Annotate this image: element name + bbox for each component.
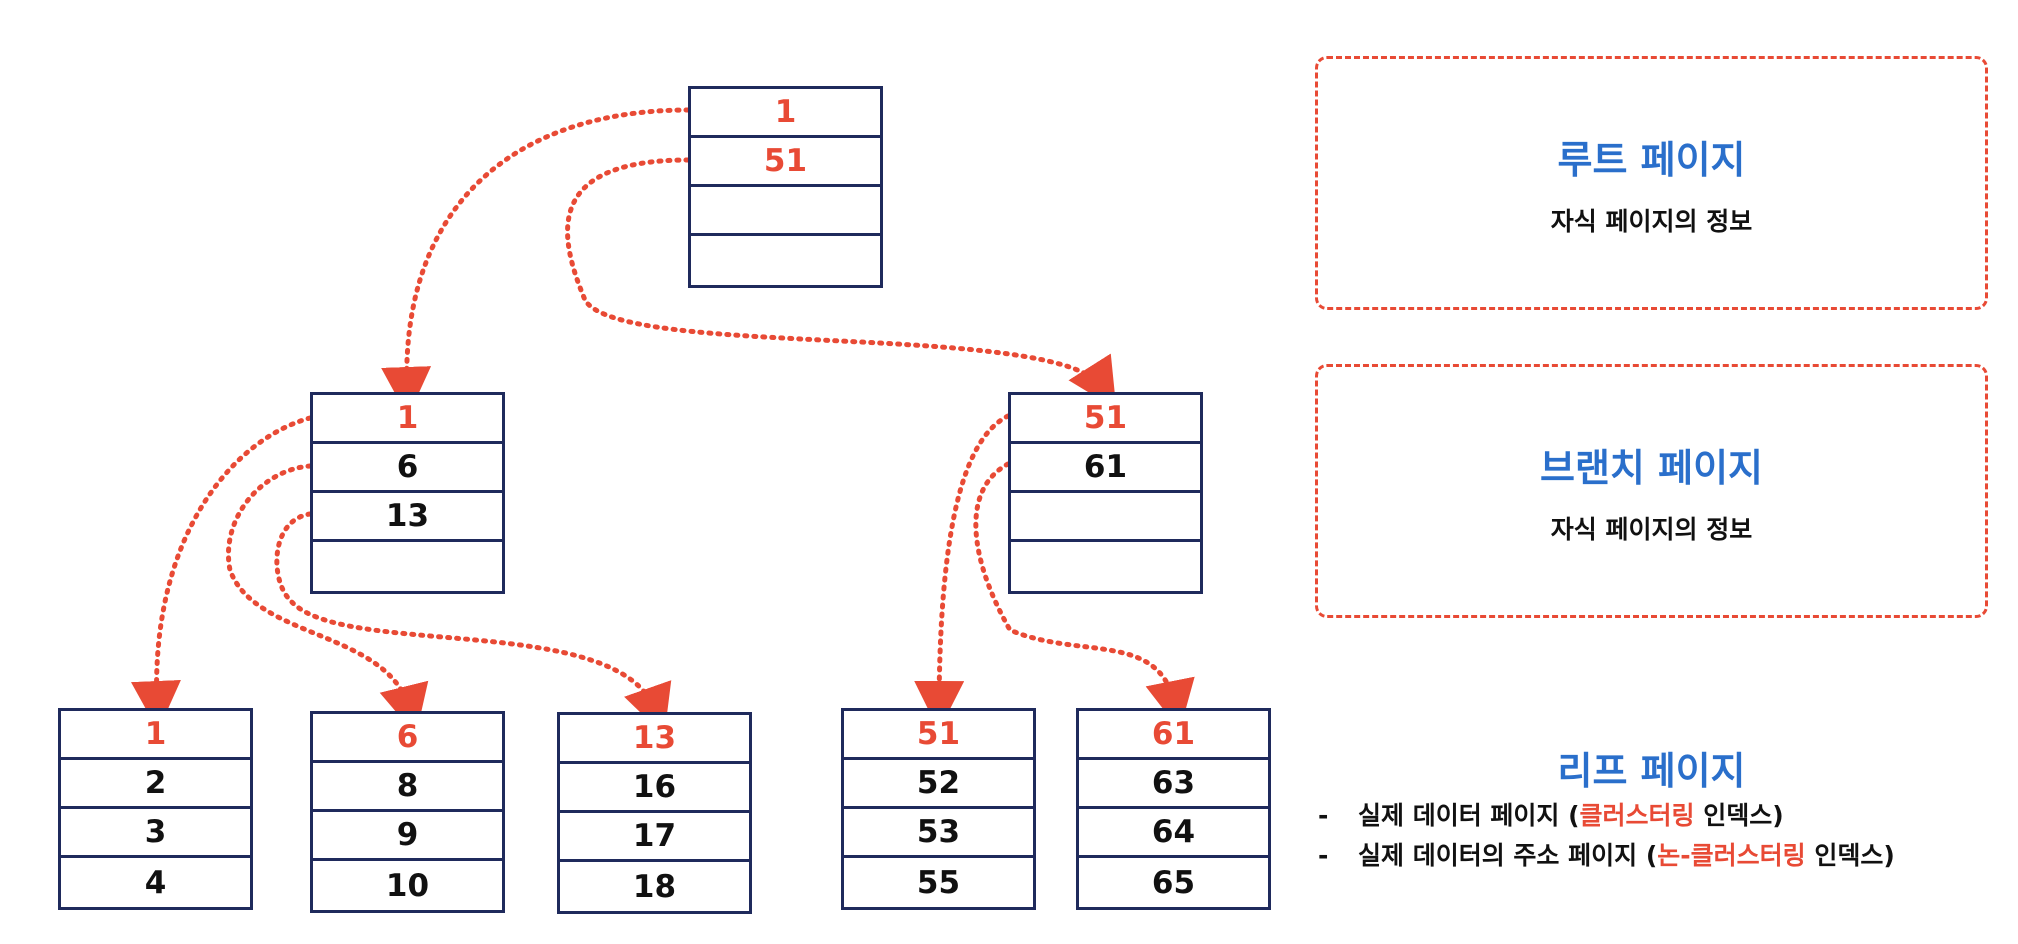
leaf2-key-4: 10 — [385, 867, 430, 904]
leaf3-key-4: 18 — [632, 868, 677, 905]
arrow-root-1-to-branch-left — [381, 107, 691, 417]
leaf1-key-4: 4 — [144, 864, 167, 901]
branch-page-subtitle: 자식 페이지의 정보 — [1550, 514, 1753, 544]
leaf1-key-3: 3 — [61, 809, 250, 858]
leaf-page-description-list: -실제 데이터 페이지 (클러스터링 인덱스) -실제 데이터의 주소 페이지 … — [1318, 796, 1895, 876]
leaf-page-3: 13 16 17 18 — [557, 712, 752, 914]
arrow-branch-61-to-leaf5 — [973, 461, 1195, 731]
leaf-page-1: 1 2 3 4 — [58, 708, 253, 910]
arrow-branch-51-to-leaf4 — [914, 413, 1011, 731]
leaf-line1-tail: 인덱스) — [1694, 801, 1784, 830]
leaf2-key-2: 8 — [313, 763, 502, 812]
branch-left-key-4 — [313, 542, 502, 591]
branch-left-key-3: 13 — [313, 493, 502, 542]
root-page-subtitle: 자식 페이지의 정보 — [1550, 206, 1753, 236]
branch-page-left: 1 6 13 — [310, 392, 505, 594]
root-page: 1 51 — [688, 86, 883, 288]
leaf1-key-1: 1 — [61, 711, 250, 760]
root-key-1: 1 — [691, 89, 880, 138]
root-key-4 — [691, 236, 880, 285]
leaf-page-2: 6 8 9 10 — [310, 711, 505, 913]
leaf4-key-2: 52 — [844, 760, 1033, 809]
branch-right-key-3 — [1011, 493, 1200, 542]
leaf3-key-2: 16 — [560, 764, 749, 813]
leaf5-key-3: 64 — [1079, 809, 1268, 858]
leaf4-key-1: 51 — [844, 711, 1033, 760]
arrow-branch-6-to-leaf2 — [226, 463, 429, 736]
leaf2-key-3: 9 — [313, 812, 502, 861]
branch-page-info-box: 브랜치 페이지 자식 페이지의 정보 — [1315, 364, 1988, 618]
leaf5-key-2: 63 — [1079, 760, 1268, 809]
arrow-branch-13-to-leaf3 — [274, 511, 672, 736]
leaf4-key-4: 55 — [916, 864, 961, 901]
leaf-line1-text: 실제 데이터 페이지 ( — [1358, 801, 1580, 830]
leaf1-key-2: 2 — [61, 760, 250, 809]
leaf5-key-1: 61 — [1079, 711, 1268, 760]
branch-right-key-2: 61 — [1011, 444, 1200, 493]
non-clustering-highlight: 논-클러스터링 — [1657, 841, 1806, 870]
leaf4-key-3: 53 — [844, 809, 1033, 858]
leaf5-key-4: 65 — [1151, 864, 1196, 901]
branch-left-key-1: 1 — [313, 395, 502, 444]
root-page-title: 루트 페이지 — [1557, 137, 1746, 182]
leaf-page-title: 리프 페이지 — [1557, 749, 1746, 793]
leaf3-key-3: 17 — [560, 813, 749, 862]
leaf-page-5: 61 63 64 65 — [1076, 708, 1271, 910]
bullet-dash: - — [1318, 841, 1329, 870]
leaf-description-line-1: -실제 데이터 페이지 (클러스터링 인덱스) — [1318, 796, 1895, 836]
leaf-page-4: 51 52 53 55 — [841, 708, 1036, 910]
branch-right-key-1: 51 — [1011, 395, 1200, 444]
arrow-branch-1-to-leaf1 — [130, 415, 313, 731]
branch-page-right: 51 61 — [1008, 392, 1203, 594]
clustering-highlight: 클러스터링 — [1579, 801, 1695, 830]
leaf2-key-1: 6 — [313, 714, 502, 763]
leaf-line2-tail: 인덱스) — [1805, 841, 1895, 870]
branch-left-key-2: 6 — [313, 444, 502, 493]
branch-page-title: 브랜치 페이지 — [1540, 445, 1763, 490]
bullet-dash: - — [1318, 801, 1329, 830]
root-page-info-box: 루트 페이지 자식 페이지의 정보 — [1315, 56, 1988, 310]
branch-right-key-4 — [1011, 542, 1200, 591]
root-key-3 — [691, 187, 880, 236]
leaf-description-line-2: -실제 데이터의 주소 페이지 (논-클러스터링 인덱스) — [1318, 836, 1895, 876]
leaf-line2-text: 실제 데이터의 주소 페이지 ( — [1358, 841, 1658, 870]
leaf3-key-1: 13 — [560, 715, 749, 764]
arrow-root-51-to-branch-right — [565, 157, 1117, 410]
root-key-2: 51 — [691, 138, 880, 187]
